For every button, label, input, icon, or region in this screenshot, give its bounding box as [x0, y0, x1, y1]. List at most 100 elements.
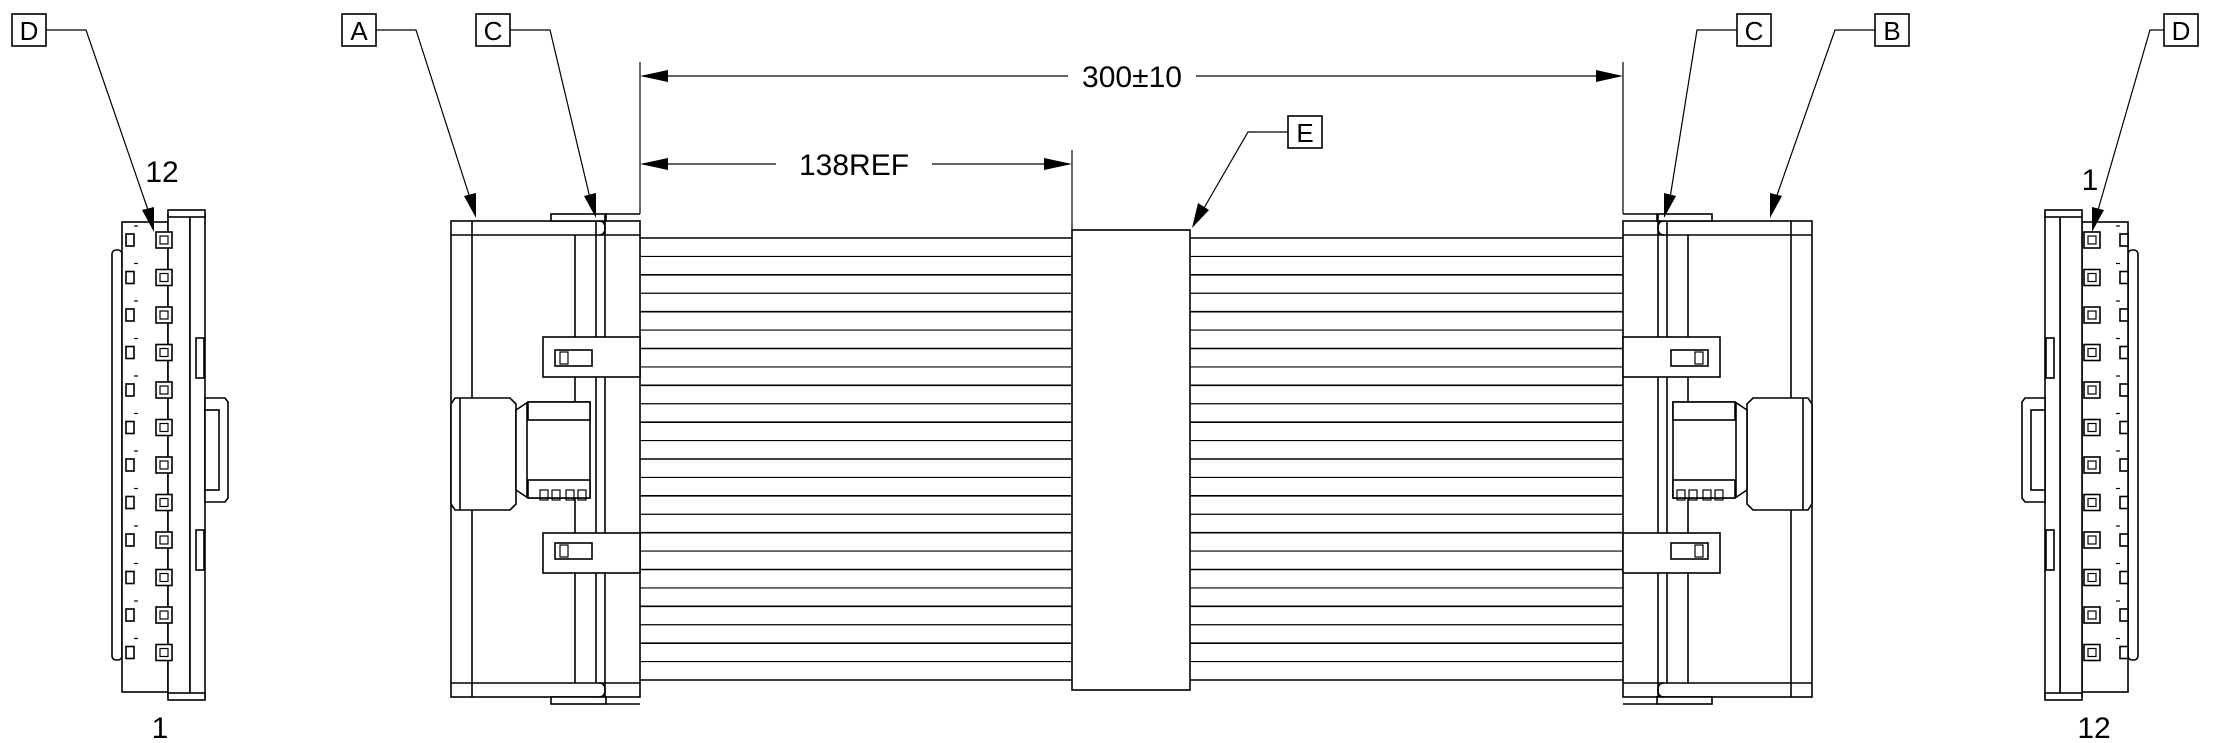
contact-cavity — [155, 643, 173, 662]
contact-cavity — [155, 606, 173, 624]
contact-cavity — [2083, 343, 2101, 362]
connector-a-body — [450, 213, 641, 705]
contact-cavity-inner — [2087, 460, 2097, 470]
contact-cavity — [2083, 643, 2101, 662]
contact-latch — [2119, 608, 2129, 622]
callout-d-left: D — [11, 13, 154, 232]
contact-cavity-inner — [2087, 235, 2097, 245]
contact-latch — [2119, 645, 2129, 660]
contact-cavity — [2083, 531, 2101, 549]
contact-latch — [2119, 308, 2129, 322]
contact-latch — [125, 458, 135, 472]
contact-cavity-inner — [159, 610, 169, 620]
contact-cavity-inner — [2087, 347, 2097, 358]
end-view-right — [2021, 209, 2139, 701]
contact-latch — [125, 608, 135, 622]
contact-cavity — [2083, 381, 2101, 399]
end-view-left — [111, 209, 229, 701]
contact-cavity-inner — [159, 497, 169, 508]
callout-d-right-label: D — [2172, 16, 2191, 46]
contact-cavity — [155, 568, 173, 587]
contact-cavity — [155, 531, 173, 549]
dimension-marker: 138REF — [640, 149, 1073, 230]
contact-latch — [2119, 383, 2129, 397]
contact-cavity — [2083, 231, 2101, 249]
contact-latch — [125, 533, 135, 547]
callout-e-label: E — [1296, 118, 1313, 148]
contact-cavity-inner — [2087, 647, 2097, 658]
contact-latch — [125, 570, 135, 585]
contact-cavity-inner — [2087, 497, 2097, 508]
callout-b-label: B — [1883, 16, 1900, 46]
contact-cavity-inner — [159, 422, 169, 433]
contact-cavity — [2083, 306, 2101, 324]
contact-cavity-inner — [159, 310, 169, 320]
ribbon-wires-left — [640, 237, 1072, 681]
contact-cavity-inner — [159, 235, 169, 245]
contact-cavity — [155, 381, 173, 399]
contact-latch — [125, 270, 135, 285]
contact-cavity — [155, 343, 173, 362]
contact-latch — [2119, 533, 2129, 547]
ribbon-wires-right — [1190, 237, 1623, 681]
contact-cavity-inner — [159, 535, 169, 545]
contact-cavity-inner — [159, 647, 169, 658]
dimension-overall-length: 300±10 — [1082, 61, 1182, 94]
callout-a: A — [341, 13, 476, 218]
contact-cavity-inner — [159, 460, 169, 470]
pin-label-left-bottom: 1 — [152, 712, 169, 743]
contact-cavity-inner — [2087, 272, 2097, 283]
contact-latch — [125, 308, 135, 322]
contact-cavity-inner — [159, 347, 169, 358]
dimension-overall: 300±10 — [639, 61, 1624, 214]
contact-latch — [2119, 458, 2129, 472]
contact-latch — [125, 495, 135, 510]
contact-latch — [2119, 495, 2129, 510]
contact-latch — [125, 383, 135, 397]
callout-b: B — [1770, 13, 1910, 218]
dimension-marker-position: 138REF — [799, 149, 909, 182]
callout-e: E — [1192, 115, 1323, 228]
contact-cavity — [155, 231, 173, 249]
contact-cavity — [2083, 606, 2101, 624]
pin-label-right-top: 1 — [2082, 164, 2099, 197]
contact-cavity-inner — [159, 385, 169, 395]
contact-cavity-inner — [159, 272, 169, 283]
contact-cavity — [155, 493, 173, 512]
contact-latch — [125, 233, 135, 247]
contact-latch — [2119, 233, 2129, 247]
callout-c-right: C — [1664, 13, 1772, 218]
connector-b-body — [1622, 213, 1813, 705]
contact-cavity-inner — [2087, 385, 2097, 395]
contact-cavity — [155, 418, 173, 437]
callout-d-right: D — [2092, 13, 2199, 232]
contact-latch — [2119, 345, 2129, 360]
marker-sleeve — [1071, 229, 1191, 691]
contact-latch — [2119, 570, 2129, 585]
contact-cavity — [2083, 493, 2101, 512]
contact-cavity-inner — [2087, 310, 2097, 320]
callout-a-label: A — [350, 16, 368, 46]
contact-cavity-inner — [2087, 610, 2097, 620]
contact-latch — [125, 645, 135, 660]
contact-latch — [2119, 420, 2129, 435]
callout-c-right-label: C — [1745, 16, 1764, 46]
contact-cavity-inner — [2087, 422, 2097, 433]
pin-label-left-top: 12 — [145, 156, 178, 189]
contact-cavity-inner — [159, 572, 169, 583]
callout-d-left-label: D — [20, 16, 39, 46]
contact-latch — [125, 420, 135, 435]
contact-cavity — [2083, 456, 2101, 474]
contact-cavity — [2083, 418, 2101, 437]
contact-cavity — [155, 306, 173, 324]
contact-latch — [2119, 270, 2129, 285]
contact-cavity — [2083, 568, 2101, 587]
callout-c-left-label: C — [484, 16, 503, 46]
contact-cavity — [155, 268, 173, 287]
contact-cavity — [155, 456, 173, 474]
contact-cavity-inner — [2087, 572, 2097, 583]
pin-label-right-bottom: 12 — [2077, 712, 2110, 743]
contact-cavity — [2083, 268, 2101, 287]
contact-cavity-inner — [2087, 535, 2097, 545]
